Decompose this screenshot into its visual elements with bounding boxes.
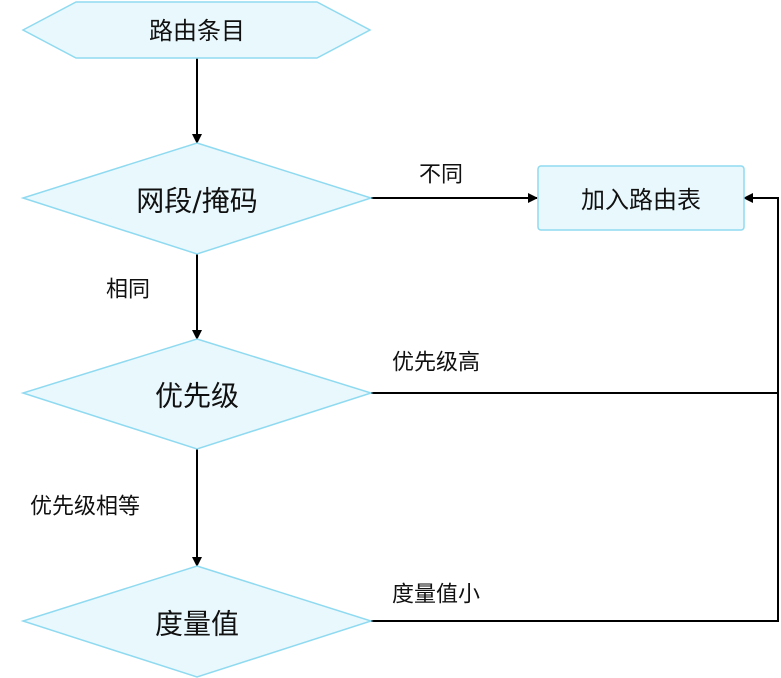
same-edge-label: 相同: [106, 278, 150, 303]
start-node-shape: [21, 1, 372, 59]
priority-high-edge-label: 优先级高: [392, 351, 480, 376]
priority-equal-edge-label: 优先级相等: [30, 495, 140, 520]
different-edge-label: 不同: [419, 163, 463, 188]
network-mask-label: 网段/掩码: [136, 185, 257, 218]
metric-label: 度量值: [155, 608, 239, 641]
metric-decision-shape: [20, 565, 374, 678]
add-route-table-label: 加入路由表: [581, 186, 701, 214]
network-mask-decision-shape: [20, 142, 374, 255]
add-route-table-box: [537, 165, 745, 231]
metric-small-edge-label: 度量值小: [392, 583, 480, 608]
priority-label: 优先级: [155, 380, 239, 413]
route-entry-label: 路由条目: [149, 17, 245, 45]
priority-decision-shape: [20, 338, 374, 450]
connector-metric-small-to-add: [371, 198, 779, 622]
